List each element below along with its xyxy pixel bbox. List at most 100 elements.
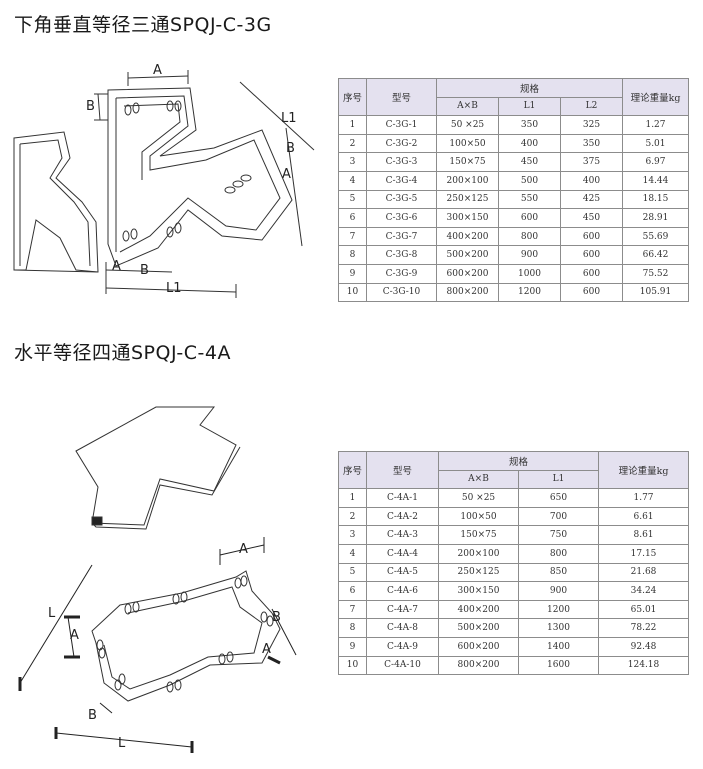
table-cell: 400 (498, 133, 561, 154)
table-cell: 600×200 (436, 263, 499, 284)
header-spec: 规格 (437, 451, 600, 471)
header-model: 型号 (366, 450, 439, 490)
table-cell: 500 (498, 170, 561, 191)
table-cell: C-4A-9 (366, 636, 439, 657)
table-cell: 3 (338, 525, 367, 545)
table-cell: 150×75 (436, 152, 499, 172)
table-cell: 1200 (517, 599, 600, 620)
dim-L-left: L (48, 606, 56, 621)
table-cell: 5 (338, 189, 367, 210)
table-cell: 400 (560, 170, 623, 191)
table-cell: 600 (560, 263, 623, 284)
table-cell: C-3G-6 (366, 208, 437, 228)
table-cell: 350 (560, 133, 623, 154)
table-cell: C-3G-1 (366, 115, 437, 135)
table-cell: 250×125 (438, 562, 519, 583)
table-cell: 500×200 (436, 245, 499, 265)
table-cell: 21.68 (598, 562, 690, 583)
table-cell: 100×50 (438, 506, 519, 527)
table-cell: C-4A-8 (366, 618, 439, 638)
table-cell: 4 (338, 170, 367, 191)
table-cell: C-4A-5 (366, 562, 439, 583)
table-cell: 200×100 (438, 543, 519, 564)
dim-B-right: B (286, 141, 295, 156)
table-cell: 800×200 (438, 655, 519, 676)
table-cell: 6 (338, 581, 367, 601)
table-cell: 400×200 (438, 599, 519, 620)
header-model: 型号 (366, 77, 437, 117)
table-cell: 550 (498, 189, 561, 210)
header-sub-axb: A×B (438, 469, 519, 490)
table-cell: 450 (498, 152, 561, 172)
table-cell: 34.24 (598, 581, 690, 601)
table-cell: 105.91 (622, 282, 689, 303)
table-cell: 5.01 (622, 133, 689, 154)
dim-A-right: A (282, 167, 291, 182)
table-cell: 2 (338, 133, 367, 154)
table-cell: C-3G-2 (366, 133, 437, 154)
cross-outline-sketch (75, 406, 241, 530)
table-cell: 6 (338, 208, 367, 228)
table-cell: 400×200 (436, 226, 499, 247)
table-cell: 1.27 (622, 115, 689, 135)
table-cell: 8 (338, 618, 367, 638)
table-cell: 500×200 (438, 618, 519, 638)
table-cell: C-4A-2 (366, 506, 439, 527)
table-cell: 18.15 (622, 189, 689, 210)
table-cell: 1400 (517, 636, 600, 657)
table-cell: 55.69 (622, 226, 689, 247)
table-cell: 450 (560, 208, 623, 228)
dim-B-bottom: B (88, 708, 97, 723)
dim-A-bottom: A (112, 259, 121, 274)
table-cell: 124.18 (598, 655, 690, 676)
dim-A-left: A (70, 628, 79, 643)
table-cell: 1200 (498, 282, 561, 303)
dim-L1-right: L1 (281, 111, 297, 126)
table-cell: 800 (517, 543, 600, 564)
header-no: 序号 (338, 450, 367, 490)
table-cell: 50 ×25 (438, 488, 519, 508)
table-cell: 4 (338, 543, 367, 564)
table-cell: 1300 (517, 618, 600, 638)
table-cell: 6.97 (622, 152, 689, 172)
header-sub-l2: L2 (560, 96, 623, 117)
table-cell: C-3G-8 (366, 245, 437, 265)
table-cell: 750 (517, 525, 600, 545)
table-cell: C-3G-3 (366, 152, 437, 172)
table-cell: 425 (560, 189, 623, 210)
table-cell: 9 (338, 636, 367, 657)
table-cell: 66.42 (622, 245, 689, 265)
table-cell: C-4A-4 (366, 543, 439, 564)
table-cell: 1600 (517, 655, 600, 676)
table-cell: 7 (338, 226, 367, 247)
table-cell: 14.44 (622, 170, 689, 191)
table-cell: 600 (560, 226, 623, 247)
table-cell: 78.22 (598, 618, 690, 638)
header-spec: 规格 (436, 78, 623, 98)
table-cell: 600×200 (438, 636, 519, 657)
table-cell: 92.48 (598, 636, 690, 657)
header-weight: 理论重量kg (598, 450, 690, 490)
table-cell: 650 (517, 488, 600, 508)
table-cell: 50 ×25 (436, 115, 499, 135)
table-cell: 300×150 (438, 581, 519, 601)
dim-B-left: B (86, 99, 95, 114)
table-cell: 1 (338, 115, 367, 135)
table-cell: 600 (560, 245, 623, 265)
